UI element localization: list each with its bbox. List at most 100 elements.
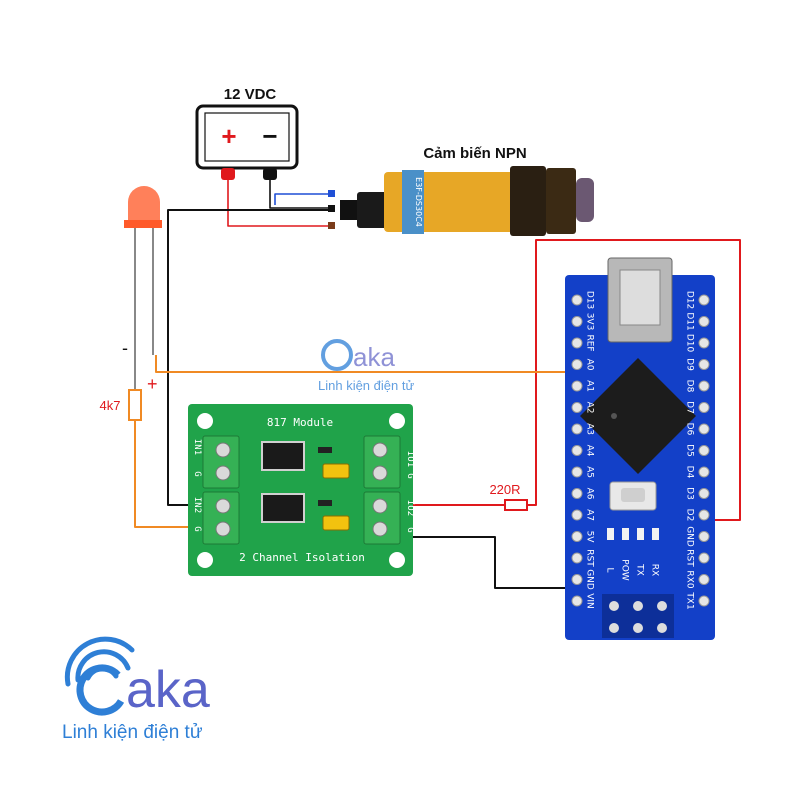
screw-icon: [215, 442, 231, 458]
led-base: [124, 220, 162, 228]
nano-pin-label: D3: [685, 487, 695, 500]
wires: [134, 180, 741, 589]
wire-orange-d9: [155, 355, 705, 373]
logo-c-icon: [76, 664, 128, 716]
usb-inner: [619, 269, 661, 326]
nano-pin-label: D2: [685, 509, 695, 522]
nano-pin-pad: [698, 488, 710, 499]
nano-pin-pad: [698, 402, 710, 413]
wire-red-power: [227, 180, 328, 227]
nano-pin-label: REF: [585, 334, 595, 351]
resistor-220r-body: [504, 499, 528, 511]
watermark-small-c: [321, 339, 353, 371]
sensor-pin-blue: [328, 190, 335, 197]
status-led-label: POW: [620, 559, 630, 581]
module-board: [188, 404, 413, 576]
label-g2: G: [192, 526, 202, 531]
smd-resistor: [318, 500, 332, 506]
terminal-io2: [363, 491, 401, 545]
battery-body: [195, 104, 299, 170]
watermark-small: aka Linh kiện điện tử: [318, 339, 414, 393]
nano-pin-pad: [698, 316, 710, 327]
label-io1: IO1: [405, 451, 415, 467]
nano-pin-label: A1: [585, 380, 595, 392]
nano-pin-label: D13: [585, 291, 595, 309]
nano-pin-label: D5: [685, 444, 695, 457]
nano-pin-pad: [571, 359, 583, 370]
nano-pin-pad: [571, 294, 583, 306]
nano-pin-label: D9: [685, 358, 695, 371]
nano-pin-label: 3V3: [585, 313, 595, 331]
label-in1: IN1: [192, 439, 202, 455]
nano-pin-pad: [571, 595, 583, 607]
nano-pin-pad: [698, 552, 710, 564]
nano-pin-label: A4: [585, 445, 595, 457]
sensor-pin-brown: [328, 222, 335, 229]
status-led-label: L: [605, 567, 615, 572]
led-minus-label: -: [122, 338, 128, 358]
icsp-pin: [657, 623, 667, 633]
nano-pin-pad: [571, 316, 583, 327]
nano-pin-label: D11: [685, 312, 695, 330]
nano-pin-pad: [571, 552, 583, 564]
nano-pin-label: A5: [585, 466, 595, 478]
sensor-cable: [340, 200, 360, 220]
terminal-black: [263, 168, 277, 180]
nano-pin-pad: [571, 445, 583, 456]
jumper-1: [322, 463, 350, 479]
label-g3: G: [405, 473, 415, 478]
resistor-4k7-label: 4k7: [100, 398, 121, 413]
wire-red-d2: [527, 239, 741, 521]
nano-pin-pad: [698, 595, 710, 607]
sensor-title: Cảm biến NPN: [423, 145, 526, 162]
arduino-nano: D133V3REFA0A1A2A3A4A5A6A75VRSTGNDVIND12D…: [565, 257, 715, 640]
mcu-dot: [611, 413, 617, 419]
resistor-4k7: 4k7: [100, 389, 142, 421]
icsp-pin: [633, 623, 643, 633]
terminal-red: [221, 168, 235, 180]
nano-pin-pad: [698, 574, 710, 585]
screw-icon: [372, 498, 388, 514]
nano-pins: D133V3REFA0A1A2A3A4A5A6A75VRSTGNDVIND12D…: [571, 291, 710, 610]
nano-pin-label: D8: [685, 380, 695, 393]
nano-pin-pad: [698, 509, 710, 521]
nano-pin-label: A6: [585, 488, 595, 500]
nano-pin-label: RST: [585, 549, 595, 567]
icsp-pin: [609, 623, 619, 633]
watermark-large-tagline: Linh kiện điện tử: [62, 722, 203, 743]
nano-pin-label: A7: [585, 509, 595, 521]
nano-pin-pad: [571, 488, 583, 499]
terminal-io1: [363, 435, 401, 489]
status-led-label: RX: [650, 564, 660, 576]
icsp-pin: [657, 601, 667, 611]
resistor-220r: 220R: [489, 482, 528, 511]
wire-blue-sensor: [274, 193, 328, 205]
nano-pin-pad: [698, 423, 710, 435]
nano-pin-pad: [571, 466, 583, 478]
nano-pin-label: VIN: [585, 593, 595, 609]
label-io2: IO2: [405, 500, 415, 516]
resistor-4k7-body: [128, 389, 142, 421]
opto-chip-1: [261, 441, 305, 471]
led: - +: [122, 186, 162, 394]
module-hole: [197, 413, 213, 429]
module-hole: [389, 413, 405, 429]
status-led: [652, 528, 659, 540]
nano-pin-pad: [571, 531, 583, 542]
module-hole: [389, 552, 405, 568]
watermark-small-tagline: Linh kiện điện tử: [318, 378, 414, 393]
module-hole: [197, 552, 213, 568]
sensor-pin-black: [328, 205, 335, 212]
nano-pin-pad: [698, 466, 710, 478]
nano-pin-pad: [571, 574, 583, 585]
wire-black-gnd: [410, 536, 580, 589]
label-g1: G: [192, 471, 202, 476]
smd-resistor: [318, 447, 332, 453]
status-led: [622, 528, 629, 540]
reset-cap: [621, 488, 645, 502]
nano-pin-label: 5V: [585, 531, 595, 544]
watermark-small-brand: aka: [353, 342, 395, 372]
wire-black-power: [269, 180, 328, 209]
icsp-header: [602, 594, 674, 638]
screw-icon: [215, 465, 231, 481]
